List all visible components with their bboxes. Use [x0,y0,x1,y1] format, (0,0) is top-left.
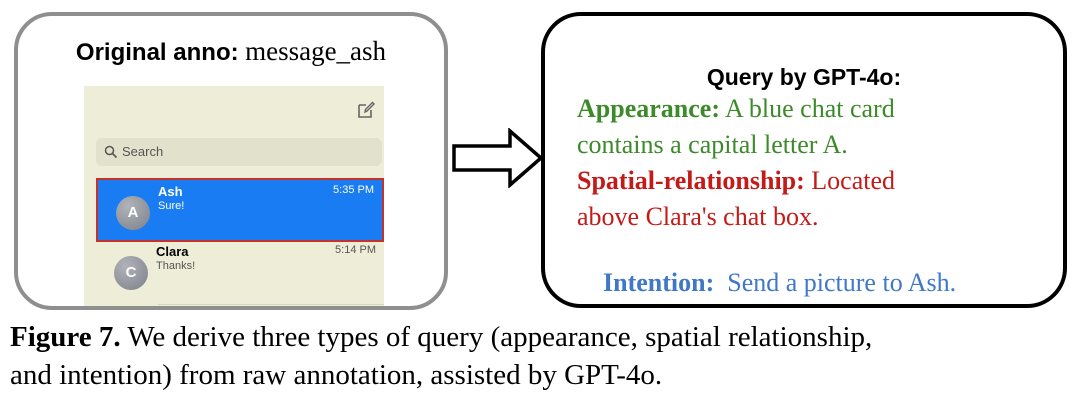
chat-name: Ash [158,184,183,199]
intention-text: Send a picture to Ash. [714,268,957,297]
compose-icon[interactable] [356,100,376,120]
chat-item-clara[interactable]: C Clara Thanks! 5:14 PM [96,240,384,304]
chat-message-preview: Sure! [158,200,185,212]
chat-message-preview: Thanks! [156,260,196,272]
chat-time: 5:14 PM [335,244,376,256]
intention-label: Intention: [603,268,715,297]
right-arrow-icon [452,128,544,188]
avatar: A [116,196,150,230]
figure-label: Figure 7. [10,321,121,353]
chat-item-ash[interactable]: A Ash Sure! 5:35 PM [96,178,384,242]
gpt4o-query-panel: Query by GPT-4o: Appearance: A blue chat… [541,12,1067,308]
appearance-query-line1: Appearance: A blue chat card [577,94,895,124]
figure-caption: Figure 7. We derive three types of query… [10,318,1075,394]
list-divider [158,304,384,305]
spatial-text: Located [804,166,896,195]
caption-text-line2: and intention) from raw annotation, assi… [10,359,663,391]
original-anno-title: Original anno: message_ash [18,36,444,67]
search-input[interactable]: Search [96,138,382,166]
spatial-label: Spatial-relationship: [577,166,805,195]
spatial-query-line1: Spatial-relationship: Located [577,166,895,196]
messages-app-screenshot: Search A Ash Sure! 5:35 PM C Clara Thank… [84,86,384,310]
spatial-query-line2: above Clara's chat box. [577,202,819,231]
appearance-label: Appearance: [577,94,720,123]
search-icon [104,145,118,159]
intention-query-line: Intention: Send a picture to Ash. [577,238,956,328]
caption-text-line1: We derive three types of query (appearan… [120,321,873,353]
original-anno-label: Original anno: [75,39,239,66]
appearance-query-line2: contains a capital letter A. [577,130,848,159]
caption-line1: Figure 7. We derive three types of query… [10,318,1075,356]
avatar: C [114,256,148,290]
original-anno-value: message_ash [245,36,387,66]
search-placeholder: Search [122,144,164,159]
appearance-text: A blue chat card [719,94,895,123]
list-item[interactable] [158,308,384,310]
original-annotation-panel: Original anno: message_ash Search A Ash … [14,12,448,310]
chat-name: Clara [156,244,189,259]
chat-time: 5:35 PM [333,184,374,196]
query-title: Query by GPT-4o: [706,64,902,90]
